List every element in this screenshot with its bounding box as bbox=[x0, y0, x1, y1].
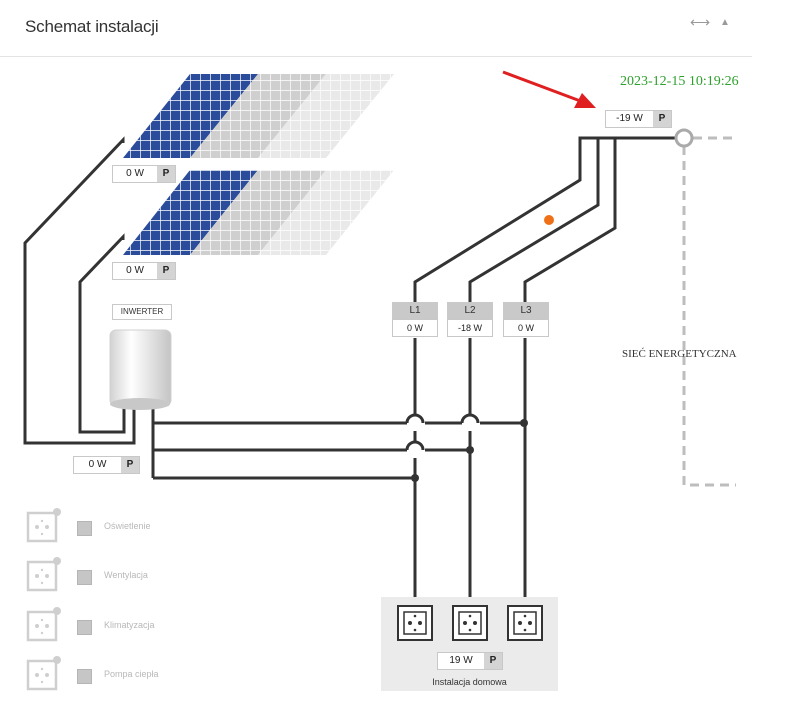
device-checkbox[interactable] bbox=[77, 570, 92, 585]
panel-1-p-button[interactable]: P bbox=[157, 166, 175, 182]
device-klimatyzacja: Klimatyzacja bbox=[26, 606, 155, 646]
device-label: Pompa ciepła bbox=[104, 669, 159, 679]
home-installation-label: Instalacja domowa bbox=[432, 677, 507, 687]
junction-dots bbox=[411, 419, 528, 482]
collapse-up-icon[interactable]: ▲ bbox=[720, 17, 730, 28]
timestamp: 2023-12-15 10:19:26 bbox=[620, 74, 739, 89]
phase-l1: L1 0 W bbox=[392, 302, 438, 337]
inverter-power-value: 0 W bbox=[88, 459, 107, 470]
panel-2-power-box: 0 W P bbox=[112, 262, 176, 280]
home-outlets bbox=[397, 605, 543, 641]
socket-icon bbox=[26, 508, 61, 543]
phase-l2-power: -18 W bbox=[447, 319, 493, 337]
energy-flow-dot bbox=[544, 215, 554, 225]
grid-label: SIEĆ ENERGETYCZNA bbox=[622, 348, 737, 360]
socket-icon bbox=[452, 605, 488, 641]
phase-l2-name: L2 bbox=[447, 302, 493, 319]
solar-panel-1 bbox=[123, 74, 394, 158]
socket-icon bbox=[507, 605, 543, 641]
phase-l1-name: L1 bbox=[392, 302, 438, 319]
grid-p-button[interactable]: P bbox=[653, 111, 671, 127]
device-wentylacja: Wentylacja bbox=[26, 556, 148, 596]
inverter-power-box: 0 W P bbox=[73, 456, 140, 474]
socket-icon bbox=[397, 605, 433, 641]
socket-icon bbox=[26, 557, 61, 592]
device-label: Oświetlenie bbox=[104, 521, 151, 531]
inverter-label: INWERTER bbox=[112, 304, 172, 320]
phase-l3-name: L3 bbox=[503, 302, 549, 319]
grid-connection-node-icon bbox=[674, 128, 694, 148]
panel-1-power-box: 0 W P bbox=[112, 165, 176, 183]
phase-l2: L2 -18 W bbox=[447, 302, 493, 337]
home-power-box: 19 W P bbox=[437, 652, 503, 670]
home-p-button[interactable]: P bbox=[484, 653, 502, 669]
device-label: Wentylacja bbox=[104, 570, 148, 580]
widget-title: Schemat instalacji bbox=[25, 17, 159, 36]
grid-connection bbox=[674, 128, 738, 487]
panel-2-p-button[interactable]: P bbox=[157, 263, 175, 279]
device-oswietlenie: Oświetlenie bbox=[26, 507, 151, 547]
panel-1-power-value: 0 W bbox=[126, 168, 144, 179]
inverter-p-button[interactable]: P bbox=[121, 457, 139, 473]
device-label: Klimatyzacja bbox=[104, 620, 155, 630]
wires bbox=[23, 136, 684, 597]
inverter-icon bbox=[109, 329, 172, 410]
device-checkbox[interactable] bbox=[77, 620, 92, 635]
grid-power-value: -19 W bbox=[616, 113, 643, 124]
solar-panel-2 bbox=[123, 170, 394, 255]
panel-2-power-value: 0 W bbox=[126, 265, 144, 276]
widget-header: Schemat instalacji ⟷ ▲ bbox=[0, 0, 752, 57]
phase-l3: L3 0 W bbox=[503, 302, 549, 337]
device-checkbox[interactable] bbox=[77, 521, 92, 536]
phase-l1-power: 0 W bbox=[392, 319, 438, 337]
red-arrow-icon bbox=[502, 70, 596, 108]
grid-power-box: -19 W P bbox=[605, 110, 672, 128]
phase-l3-power: 0 W bbox=[503, 319, 549, 337]
socket-icon bbox=[26, 607, 61, 642]
home-power-value: 19 W bbox=[449, 655, 473, 666]
resize-horizontal-icon[interactable]: ⟷ bbox=[690, 14, 711, 30]
socket-icon bbox=[26, 656, 61, 691]
device-checkbox[interactable] bbox=[77, 669, 92, 684]
device-pompa-ciepla: Pompa ciepła bbox=[26, 655, 159, 695]
